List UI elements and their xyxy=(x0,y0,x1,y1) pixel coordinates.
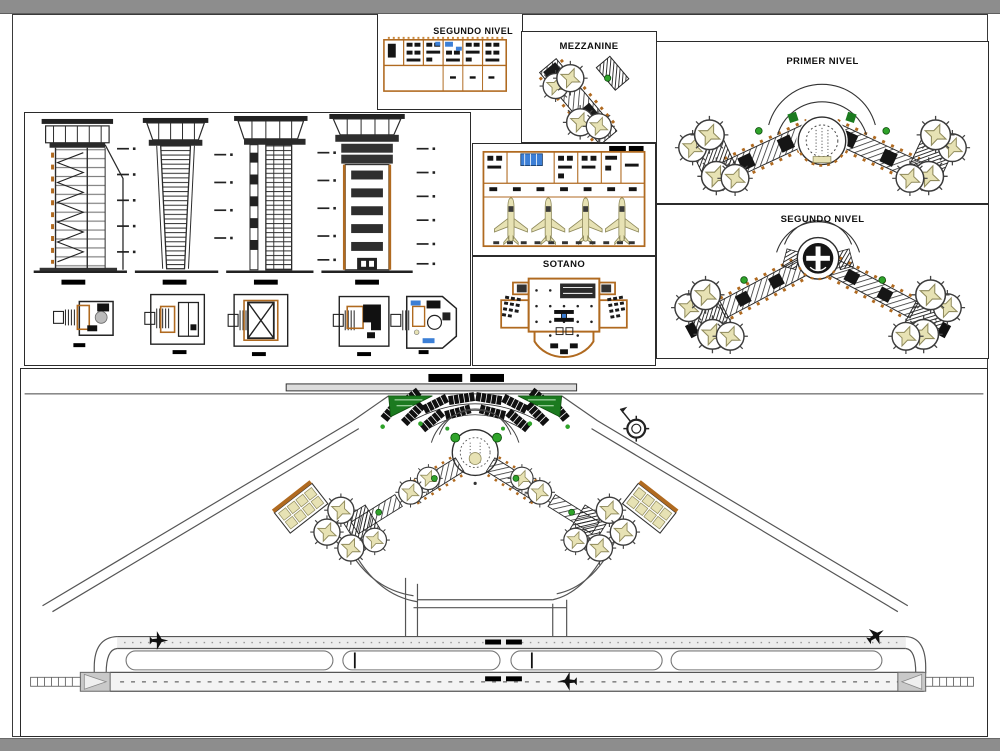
aircraft-symbol xyxy=(604,197,639,245)
level-markers xyxy=(116,146,137,255)
site-wing-right xyxy=(485,456,640,565)
panel-mezzanine: MEZZANINE xyxy=(521,31,657,143)
tree-dot xyxy=(604,74,612,82)
panel-title: SEGUNDO NIVEL xyxy=(780,214,865,225)
parking-fan xyxy=(380,387,571,433)
terminal-hub-dark xyxy=(776,220,861,281)
sotano-plan xyxy=(500,277,628,358)
aircraft-symbol xyxy=(493,197,528,245)
terminal-hub xyxy=(768,83,876,167)
tower-side-elevation xyxy=(226,115,314,285)
apron-plan-drawing xyxy=(482,145,646,248)
scale-bar xyxy=(418,350,429,355)
segundo-strip-plan-drawing xyxy=(383,36,508,92)
level-markers xyxy=(316,150,337,262)
window-chrome-top xyxy=(0,0,1000,14)
tree-box xyxy=(845,111,857,123)
tower-plan-2 xyxy=(144,293,206,355)
panel-site-plan xyxy=(20,368,988,737)
mezzanine-concourse xyxy=(538,55,630,142)
runway-markings xyxy=(485,639,522,682)
taxiway-islands xyxy=(125,650,883,671)
tree-box xyxy=(787,111,799,123)
mezzanine-plan-drawing xyxy=(538,55,630,142)
service-building-left xyxy=(271,480,329,534)
aircraft-symbol xyxy=(531,197,566,245)
site-wing-left xyxy=(310,456,465,565)
scale-bar xyxy=(162,279,187,285)
primer-terminal-plan xyxy=(675,83,970,196)
east-wing-rows xyxy=(607,295,626,319)
panel-title: MEZZANINE xyxy=(559,41,619,52)
stair-core xyxy=(554,310,574,322)
site-plan xyxy=(24,373,984,692)
tower-cab-plan xyxy=(390,295,458,355)
tower-front-elevation xyxy=(134,117,219,285)
apron-rooms xyxy=(487,155,639,192)
window-chrome-bottom xyxy=(0,738,1000,751)
perimeter-roads xyxy=(42,395,909,613)
access-road xyxy=(285,383,578,392)
tower-plan-3 xyxy=(227,293,289,357)
control-tower-drawings xyxy=(33,113,458,357)
primer-nivel-plan-drawing xyxy=(657,83,988,203)
tower-plan-4 xyxy=(332,295,390,357)
scale-bar xyxy=(61,279,86,285)
service-building-right xyxy=(621,480,679,534)
aircraft-symbol xyxy=(568,197,603,245)
scale-bar xyxy=(172,350,187,355)
scale-bar xyxy=(251,352,266,357)
terminal-canopy-block xyxy=(428,373,463,382)
panel-segundo-nivel: SEGUNDO NIVEL xyxy=(656,204,989,359)
tower-rear-elevation xyxy=(321,113,413,285)
scale-bar xyxy=(73,343,86,348)
terminal-loop-roads xyxy=(342,537,616,639)
panel-apron-plan xyxy=(472,143,656,256)
room-fixtures xyxy=(406,42,500,62)
panel-title: SOTANO xyxy=(542,259,586,270)
scale-bar xyxy=(355,279,379,285)
terminal-hub xyxy=(430,408,520,485)
scale-bar xyxy=(253,279,278,285)
apron-edge-ticks xyxy=(493,241,635,245)
panel-control-tower-views xyxy=(24,112,471,366)
terminal-canopy-block xyxy=(470,373,504,382)
north-arrow-icon xyxy=(619,406,650,442)
panel-sotano: SOTANO xyxy=(472,256,656,366)
panel-title: PRIMER NIVEL xyxy=(786,56,859,67)
runway xyxy=(30,639,974,692)
site-plan-drawing xyxy=(24,373,984,692)
mezzanine-node xyxy=(595,55,630,91)
landscaping xyxy=(380,395,570,431)
segundo-strip-plan xyxy=(383,36,508,92)
apron-plan xyxy=(482,145,646,248)
panel-segundo-nivel-strip: SEGUNDO NIVEL xyxy=(377,14,523,110)
level-markers xyxy=(213,152,234,241)
panel-primer-nivel: PRIMER NIVEL xyxy=(656,41,989,204)
tower-plan-1 xyxy=(52,300,114,348)
sotano-plan-drawing xyxy=(500,277,628,358)
panel-title: SEGUNDO NIVEL xyxy=(433,26,513,36)
tower-section xyxy=(33,118,127,285)
blue-fixture xyxy=(445,41,453,47)
terminal-wing-left xyxy=(721,118,821,183)
blue-fixture xyxy=(520,153,543,167)
level-markers xyxy=(415,146,436,266)
segundo-terminal-plan xyxy=(671,220,965,354)
west-wing-rows xyxy=(501,295,521,318)
scale-bar xyxy=(357,352,372,357)
segundo-nivel-plan-drawing xyxy=(657,220,988,358)
drawing-sheet[interactable]: SEGUNDO NIVEL xyxy=(0,14,1000,738)
